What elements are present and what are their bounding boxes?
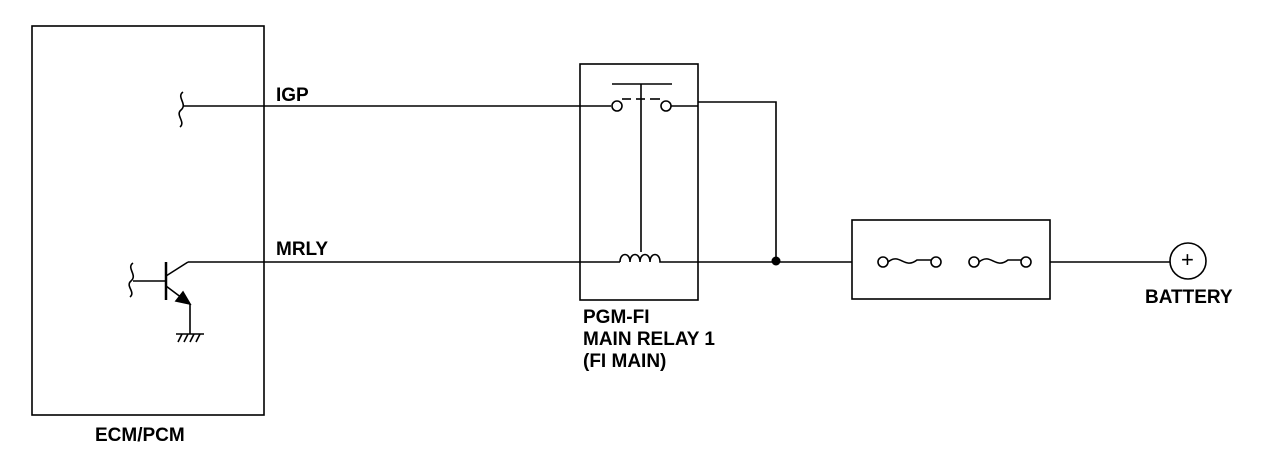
relay-switch-contacts bbox=[611, 83, 672, 252]
fuse-symbols bbox=[877, 256, 1032, 268]
relay-coil bbox=[619, 253, 698, 263]
battery-plus-sign: + bbox=[1181, 247, 1194, 272]
relay-output-wire bbox=[698, 101, 777, 262]
ecm-pcm-label: ECM/PCM bbox=[95, 425, 185, 446]
mrly-label: MRLY bbox=[276, 239, 329, 260]
igp-break-symbol bbox=[178, 91, 185, 128]
relay-label-line3: (FI MAIN) bbox=[583, 351, 667, 372]
igp-label: IGP bbox=[276, 85, 309, 106]
relay-label: PGM-FI MAIN RELAY 1 (FI MAIN) bbox=[583, 307, 715, 373]
battery-label: BATTERY bbox=[1145, 287, 1233, 308]
battery-terminal-symbol bbox=[1169, 242, 1207, 280]
fuse-box bbox=[851, 219, 1051, 300]
relay-label-line2: MAIN RELAY 1 bbox=[583, 329, 715, 350]
junction-dot bbox=[771, 256, 781, 266]
relay-label-line1: PGM-FI bbox=[583, 307, 650, 328]
main-relay-box bbox=[579, 63, 699, 301]
ecm-pcm-box bbox=[31, 25, 265, 416]
transistor-symbol bbox=[128, 261, 204, 343]
